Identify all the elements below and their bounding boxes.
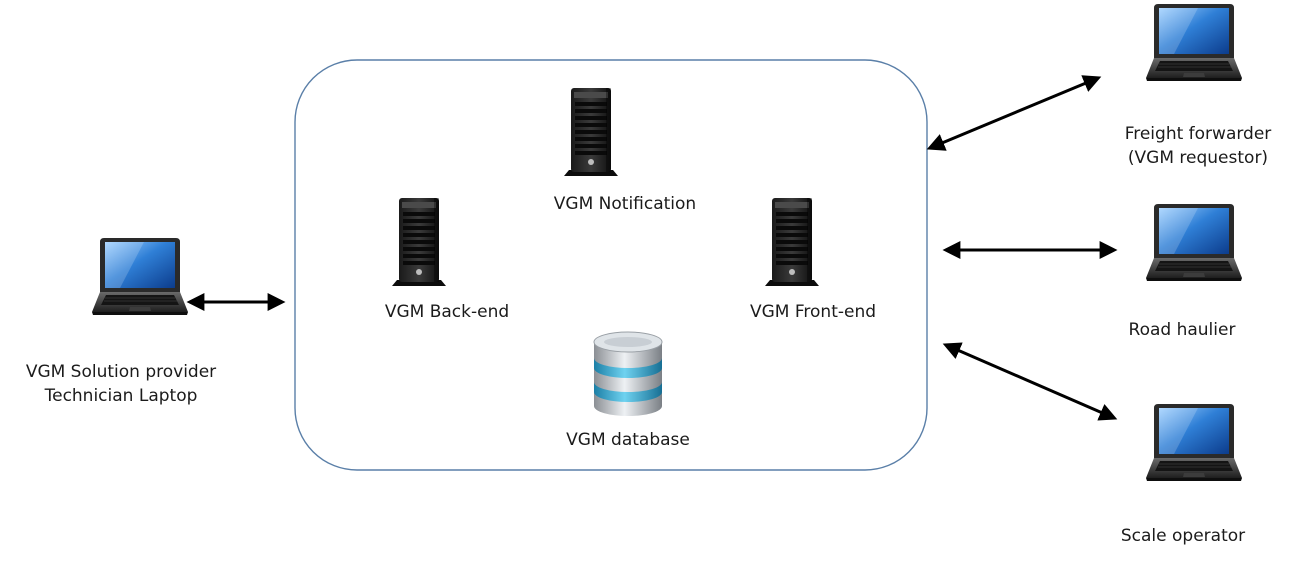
frontend-server-icon	[765, 198, 819, 286]
road-haulier-laptop-icon	[1145, 203, 1243, 282]
technician-laptop-icon	[91, 237, 189, 316]
database-icon	[593, 331, 663, 416]
freight-forwarder-label-line1: Freight forwarder	[1124, 124, 1272, 144]
freight-forwarder-link-arrow	[926, 75, 1102, 151]
notification-server-label: VGM Notification	[553, 194, 697, 214]
system-boundary	[294, 59, 928, 471]
frontend-server-label: VGM Front-end	[749, 302, 877, 322]
scale-operator-label: Scale operator	[1120, 526, 1246, 546]
database-label: VGM database	[566, 430, 690, 450]
scale-operator-link-arrow	[942, 342, 1118, 421]
technician-label: VGM Solution provider Technician Laptop	[26, 360, 216, 408]
scale-operator-laptop-icon	[1145, 403, 1243, 482]
backend-server-label: VGM Back-end	[384, 302, 510, 322]
freight-forwarder-label: Freight forwarder (VGM requestor)	[1125, 122, 1272, 170]
freight-forwarder-laptop-icon	[1145, 3, 1243, 82]
freight-forwarder-label-line2: (VGM requestor)	[1127, 148, 1269, 168]
notification-server-icon	[564, 88, 618, 176]
technician-label-line2: Technician Laptop	[44, 386, 198, 406]
road-haulier-label: Road haulier	[1128, 320, 1236, 340]
backend-server-icon	[392, 198, 446, 286]
technician-label-line1: VGM Solution provider	[25, 362, 217, 382]
